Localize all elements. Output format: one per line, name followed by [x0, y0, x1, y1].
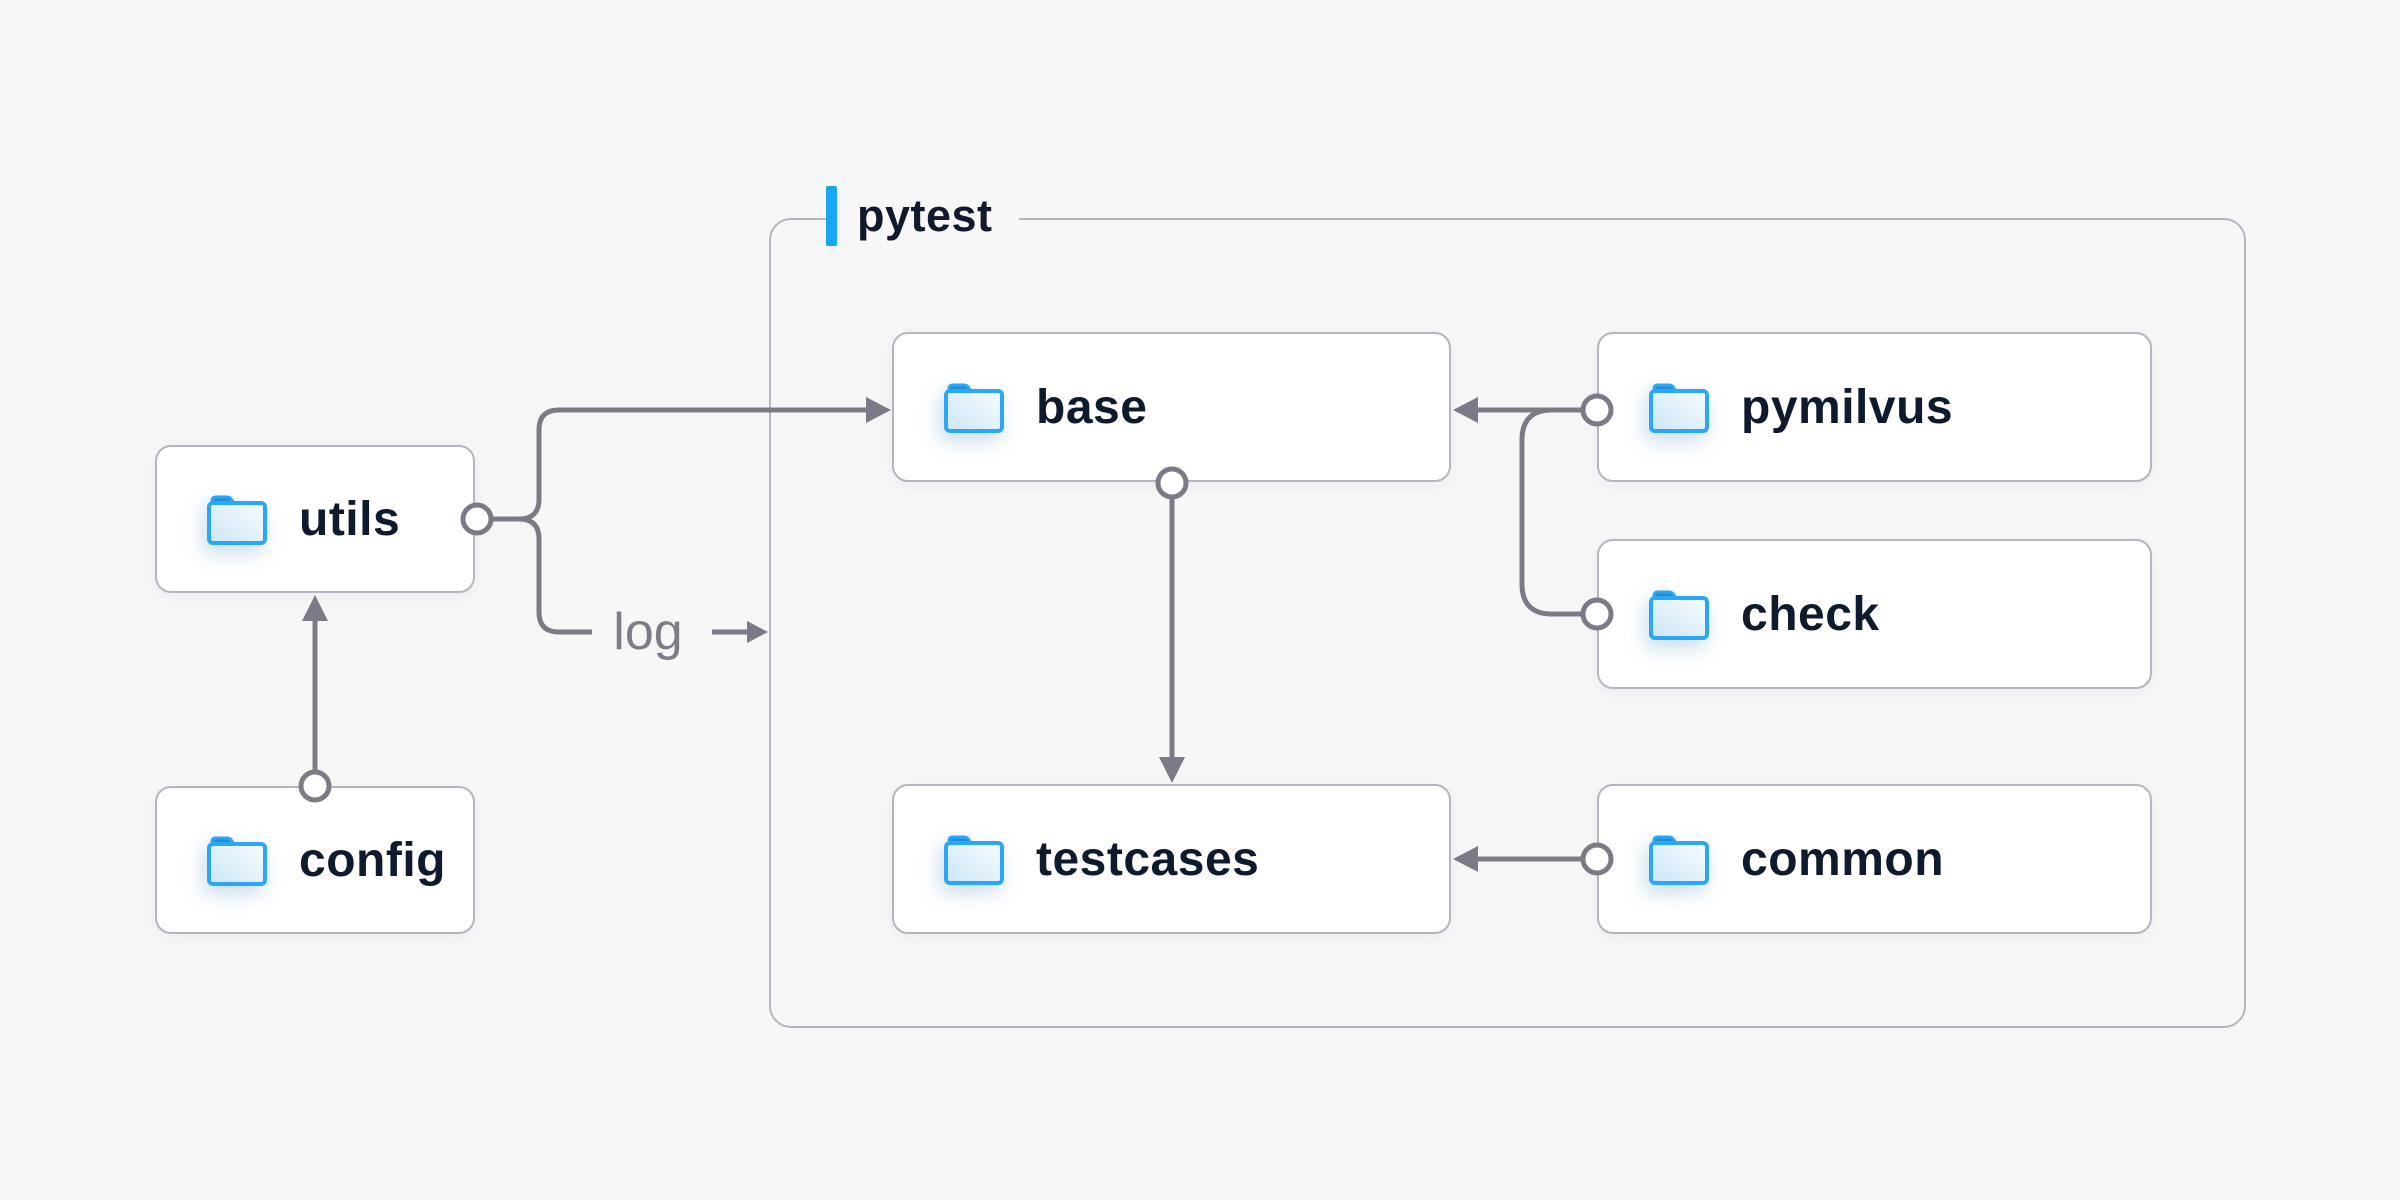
- node-base: base: [892, 332, 1451, 482]
- edge-label-log: log: [613, 603, 683, 661]
- node-label: config: [299, 833, 446, 887]
- node-label: check: [1741, 587, 1880, 641]
- node-label: pymilvus: [1741, 380, 1954, 434]
- folder-icon: [207, 836, 267, 886]
- node-check: check: [1597, 539, 2152, 689]
- accent-bar: [826, 186, 837, 246]
- pytest-group-label: pytest: [826, 186, 1019, 246]
- node-label: base: [1036, 380, 1148, 434]
- node-config: config: [155, 786, 475, 934]
- folder-icon: [207, 495, 267, 545]
- node-common: common: [1597, 784, 2152, 934]
- edge-config-to-utils: [298, 595, 332, 803]
- group-title: pytest: [857, 190, 993, 241]
- node-testcases: testcases: [892, 784, 1451, 934]
- node-pymilvus: pymilvus: [1597, 332, 2152, 482]
- folder-icon: [1649, 383, 1709, 433]
- node-utils: utils: [155, 445, 475, 593]
- node-label: testcases: [1036, 832, 1260, 886]
- node-label: common: [1741, 832, 1945, 886]
- folder-icon: [1649, 835, 1709, 885]
- folder-icon: [944, 383, 1004, 433]
- folder-icon: [1649, 590, 1709, 640]
- pytest-group-container: [769, 218, 2246, 1028]
- node-label: utils: [299, 492, 401, 546]
- folder-icon: [944, 835, 1004, 885]
